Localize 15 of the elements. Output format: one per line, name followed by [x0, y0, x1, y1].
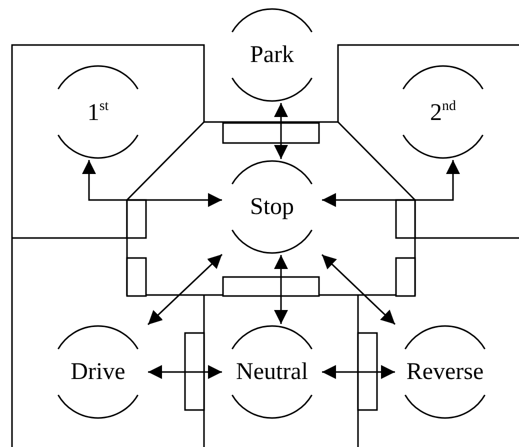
- arrow: [147, 254, 223, 326]
- arrow: [274, 103, 288, 159]
- arrow: [274, 255, 288, 324]
- state-label: Neutral: [236, 360, 308, 384]
- state-label: Stop: [250, 195, 294, 219]
- state-label: 2$^{nd}$: [430, 100, 456, 124]
- arrow: [82, 160, 222, 207]
- state-label: Drive: [70, 360, 126, 384]
- state-label: 1$^{st}$: [87, 100, 109, 124]
- state-label: Park: [250, 43, 294, 67]
- arrow: [148, 365, 222, 379]
- arrow: [321, 254, 396, 325]
- state-label: Reverse: [406, 360, 484, 384]
- arrow: [322, 160, 460, 207]
- arrow: [322, 365, 395, 379]
